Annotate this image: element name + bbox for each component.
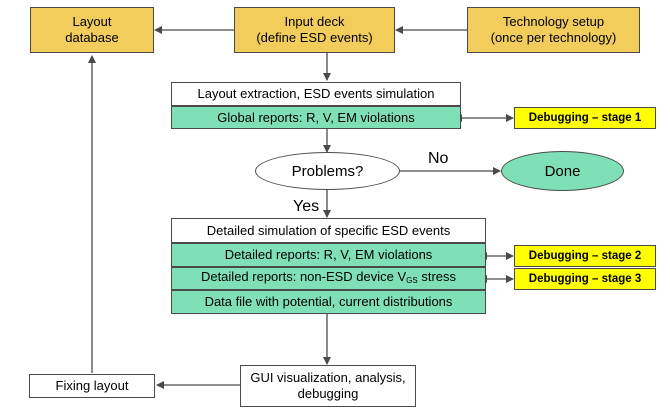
technology-setup-line-2: (once per technology) — [490, 30, 617, 45]
input-deck-box: Input deck (define ESD events) — [234, 7, 395, 53]
gui-box: GUI visualization, analysis, debugging — [240, 365, 416, 407]
done-terminal: Done — [501, 151, 624, 191]
extraction-box: Layout extraction, ESD events simulation — [171, 82, 461, 106]
detailed-simulation-box: Detailed simulation of specific ESD even… — [171, 218, 486, 243]
done-label: Done — [544, 162, 581, 180]
detailed-simulation-label: Detailed simulation of specific ESD even… — [206, 222, 451, 238]
debug-stage-1-label: Debugging – stage 1 — [528, 112, 642, 124]
vgs-prefix: Detailed reports: non-ESD device V — [200, 268, 407, 284]
yes-edge-label: Yes — [293, 198, 320, 215]
detailed-reports-rvem-box: Detailed reports: R, V, EM violations — [171, 243, 486, 267]
gui-line-1: GUI visualization, analysis, — [250, 370, 406, 385]
input-deck-line-2: (define ESD events) — [256, 30, 373, 45]
extraction-label: Layout extraction, ESD events simulation — [197, 86, 435, 101]
data-file-box: Data file with potential, current distri… — [171, 290, 486, 314]
fixing-layout-label: Fixing layout — [55, 378, 129, 393]
layout-database-box: Layout database — [30, 7, 154, 53]
debug-stage-2-label: Debugging – stage 2 — [528, 250, 642, 262]
no-edge-label: No — [428, 150, 449, 167]
global-reports-box: Global reports: R, V, EM violations — [171, 106, 461, 129]
vgs-suffix: stress — [417, 268, 457, 284]
fixing-layout-box: Fixing layout — [29, 374, 155, 398]
layout-database-line-2: database — [65, 30, 119, 45]
input-deck-line-1: Input deck — [284, 14, 345, 29]
detailed-reports-vgs-box: Detailed reports: non-ESD device VGS str… — [171, 267, 486, 290]
problems-decision: Problems? — [255, 152, 400, 190]
detailed-reports-rvem-label: Detailed reports: R, V, EM violations — [224, 247, 433, 262]
vgs-subscript: GS — [406, 275, 418, 285]
global-reports-label: Global reports: R, V, EM violations — [217, 109, 415, 125]
detailed-reports-vgs-label: Detailed reports: non-ESD device VGS str… — [201, 269, 456, 289]
data-file-label: Data file with potential, current distri… — [204, 294, 453, 309]
technology-setup-box: Technology setup (once per technology) — [467, 7, 640, 53]
technology-setup-line-1: Technology setup — [502, 14, 605, 29]
debug-stage-1-box: Debugging – stage 1 — [514, 107, 656, 129]
problems-label: Problems? — [291, 162, 364, 180]
debug-stage-3-box: Debugging – stage 3 — [514, 268, 656, 290]
debug-stage-3-label: Debugging – stage 3 — [528, 273, 642, 285]
layout-database-line-1: Layout — [72, 14, 112, 29]
gui-line-2: debugging — [297, 386, 359, 401]
debug-stage-2-box: Debugging – stage 2 — [514, 245, 656, 267]
